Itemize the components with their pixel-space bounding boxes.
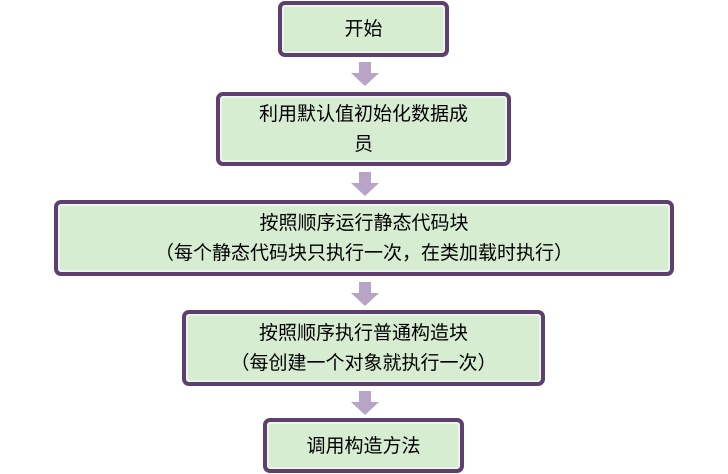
- step-start-box: 开始: [278, 1, 449, 57]
- step-static-block-line-2: （每个静态代码块只执行一次，在类加载时执行）: [154, 242, 573, 264]
- down-arrow-icon: [351, 172, 379, 196]
- step-init-default-line-2: 员: [353, 133, 373, 155]
- down-arrow-icon: [351, 62, 379, 86]
- step-static-block-box: 按照顺序运行静态代码块 （每个静态代码块只执行一次，在类加载时执行）: [54, 200, 674, 276]
- step-instance-block-line-2: （每创建一个对象就执行一次）: [230, 352, 497, 374]
- step-instance-block-box: 按照顺序执行普通构造块 （每创建一个对象就执行一次）: [182, 310, 545, 386]
- step-init-default-line-1: 利用默认值初始化数据成: [258, 103, 468, 125]
- step-constructor-box: 调用构造方法: [263, 418, 464, 473]
- step-constructor-label: 调用构造方法: [306, 434, 421, 457]
- down-arrow-icon: [351, 391, 379, 415]
- step-static-block-line-1: 按照顺序运行静态代码块: [259, 212, 469, 234]
- step-instance-block-line-1: 按照顺序执行普通构造块: [258, 322, 468, 344]
- step-start-label: 开始: [344, 18, 383, 40]
- down-arrow-icon: [351, 282, 379, 306]
- step-init-default-box: 利用默认值初始化数据成 员: [216, 92, 511, 166]
